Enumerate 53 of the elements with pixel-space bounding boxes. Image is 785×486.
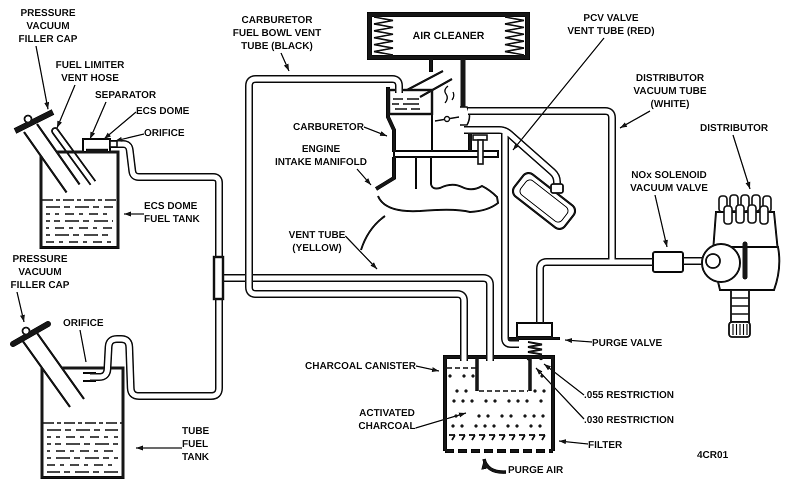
leader-line xyxy=(136,446,182,450)
leader-line xyxy=(124,212,144,216)
callout-label: CHARCOAL CANISTER xyxy=(305,360,416,373)
callout-label: PRESSURE VACUUM FILLER CAP xyxy=(18,7,78,46)
callout-label: .030 RESTRICTION xyxy=(584,414,674,427)
callout-label: PURGE VALVE xyxy=(592,337,662,350)
leader-line xyxy=(356,168,372,186)
callout-label: ACTIVATED CHARCOAL xyxy=(358,407,416,433)
leader-line xyxy=(512,38,604,150)
callout-label: DISTRIBUTOR VACUUM TUBE (WHITE) xyxy=(633,72,707,111)
leader-line xyxy=(416,365,440,372)
leader-line xyxy=(56,84,76,128)
leader-line xyxy=(89,102,107,140)
callout-label: ECS DOME xyxy=(136,105,190,118)
callout-label: ORIFICE xyxy=(63,317,104,330)
air-cleaner-housing: AIR CLEANER xyxy=(367,12,530,60)
flow-label: PURGE AIR xyxy=(508,464,564,477)
callout-label: TUBE FUEL TANK xyxy=(182,425,210,464)
callout-label: VENT TUBE (YELLOW) xyxy=(288,229,346,255)
leader-line xyxy=(536,368,584,420)
leader-line xyxy=(280,52,290,72)
callout-label: .055 RESTRICTION xyxy=(584,389,674,402)
separator-dome xyxy=(82,138,111,153)
callout-label: CARBURETOR xyxy=(293,121,364,134)
vent-hose xyxy=(51,127,96,186)
callout-label: SEPARATOR xyxy=(95,89,156,102)
orifice-fitting xyxy=(109,140,118,148)
leader-line xyxy=(344,236,378,270)
figure-code: 4CR01 xyxy=(697,449,728,462)
leader-line xyxy=(654,194,668,248)
callout-label: ORIFICE xyxy=(144,127,185,140)
leader-line xyxy=(16,292,25,322)
leader-line xyxy=(114,133,144,142)
leader-line xyxy=(364,126,388,137)
leader-line xyxy=(79,330,87,362)
callout-label: FILTER xyxy=(588,439,622,452)
leader-line xyxy=(620,110,650,129)
leader-line xyxy=(732,134,751,190)
leader-line xyxy=(558,439,588,445)
callout-label: CARBURETOR FUEL BOWL VENT TUBE (BLACK) xyxy=(232,14,322,53)
callout-label: NOx SOLENOID VACUUM VALVE xyxy=(630,169,708,195)
leader-line xyxy=(415,412,466,429)
callout-label: DISTRIBUTOR xyxy=(700,122,768,135)
leader-line xyxy=(35,46,50,110)
leader-line xyxy=(544,363,584,396)
callout-label: FUEL LIMITER VENT HOSE xyxy=(56,59,124,85)
filler-cap xyxy=(14,109,54,134)
leader-line xyxy=(104,112,136,140)
callout-label: PCV VALVE VENT TUBE (RED) xyxy=(567,12,655,38)
callout-label: PRESSURE VACUUM FILLER CAP xyxy=(10,253,70,292)
callout-label: ENGINE INTAKE MANIFOLD xyxy=(274,143,368,169)
callout-label: ECS DOME FUEL TANK xyxy=(144,200,200,226)
leader-line xyxy=(564,338,592,343)
